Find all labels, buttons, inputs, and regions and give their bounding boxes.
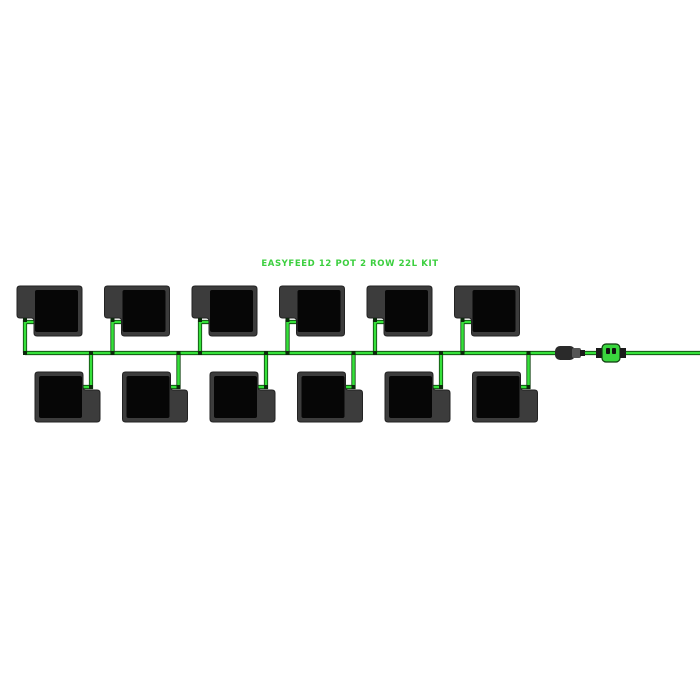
pot-bottom-4 xyxy=(297,371,363,423)
square-pot-icon xyxy=(297,290,341,332)
square-pot-icon xyxy=(214,376,257,418)
pipe-junction xyxy=(23,318,27,322)
pot-top-2 xyxy=(104,285,170,337)
pipe-junction xyxy=(264,385,268,389)
pot-top-1 xyxy=(16,285,83,337)
pipe-junction xyxy=(23,351,27,355)
pipe-junction xyxy=(351,351,356,355)
pot-bottom-3 xyxy=(209,371,276,423)
pipe-junction xyxy=(526,385,531,389)
pipe-junction xyxy=(264,351,268,355)
pot-bottom-6 xyxy=(472,371,538,423)
pipe-junction xyxy=(373,351,377,355)
pipe-junction xyxy=(373,318,377,322)
pipe-junction xyxy=(526,351,531,355)
tap-valve-icon xyxy=(596,343,626,363)
square-pot-icon xyxy=(385,290,428,332)
square-pot-icon xyxy=(301,376,345,418)
pot-bottom-1 xyxy=(34,371,101,423)
pot-top-4 xyxy=(279,285,345,337)
pipe-junction xyxy=(439,385,443,389)
pipe-junction xyxy=(439,351,443,355)
hose-connector-icon xyxy=(555,346,585,360)
pipe-junction xyxy=(285,318,290,322)
square-pot-icon xyxy=(126,376,170,418)
square-pot-icon xyxy=(122,290,166,332)
pipe-junction xyxy=(176,385,181,389)
pipe-junction xyxy=(351,385,356,389)
pipe-junction xyxy=(110,351,115,355)
diagram-title: EASYFEED 12 POT 2 ROW 22L KIT xyxy=(261,259,438,269)
pot-array xyxy=(16,285,538,423)
pipe-junction xyxy=(89,351,93,355)
pot-top-5 xyxy=(366,285,433,337)
square-pot-icon xyxy=(210,290,253,332)
pot-bottom-2 xyxy=(122,371,188,423)
pipe-junction xyxy=(285,351,290,355)
pipe-junction xyxy=(110,318,115,322)
square-pot-icon xyxy=(35,290,78,332)
pipe-junction xyxy=(460,351,465,355)
fittings xyxy=(23,318,626,389)
square-pot-icon xyxy=(389,376,432,418)
pipe-junction xyxy=(198,351,202,355)
square-pot-icon xyxy=(39,376,82,418)
square-pot-icon xyxy=(476,376,520,418)
pot-bottom-5 xyxy=(384,371,451,423)
pot-top-6 xyxy=(454,285,520,337)
pipe-junction xyxy=(176,351,181,355)
pot-top-3 xyxy=(191,285,258,337)
pipe-junction xyxy=(89,385,93,389)
pipe-junction xyxy=(198,318,202,322)
square-pot-icon xyxy=(472,290,516,332)
pipe-junction xyxy=(460,318,465,322)
